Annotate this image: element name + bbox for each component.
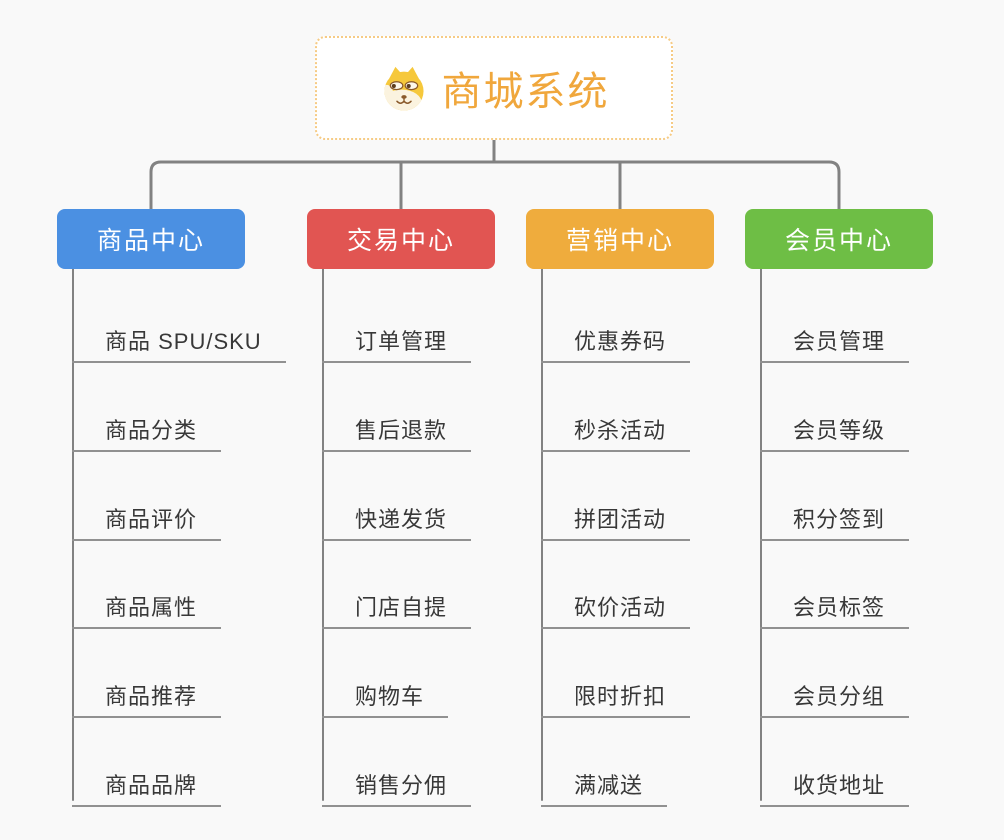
branch-label: 营销中心: [565, 227, 674, 255]
leaf-label: 售后退款: [355, 418, 448, 443]
leaf-node[interactable]: 购物车: [322, 668, 449, 718]
leaf-node[interactable]: 秒杀活动: [541, 402, 691, 452]
leaf-node[interactable]: 快递发货: [322, 491, 472, 541]
leaf-node[interactable]: 积分签到: [760, 491, 910, 541]
leaf-node[interactable]: 满减送: [541, 757, 668, 807]
leaf-label: 拼团活动: [574, 507, 667, 532]
leaf-label: 优惠券码: [574, 329, 667, 354]
leaf-label: 门店自提: [355, 595, 448, 620]
leaf-label: 收货地址: [793, 773, 886, 798]
branch-member-center[interactable]: 会员中心: [745, 209, 933, 269]
doge-icon: [383, 66, 424, 111]
leaf-node[interactable]: 商品属性: [72, 579, 222, 629]
root-title: 商城系统: [441, 70, 610, 114]
leaf-label: 商品评价: [105, 507, 198, 532]
branch-label: 会员中心: [784, 227, 893, 255]
leaf-node[interactable]: 会员等级: [760, 402, 910, 452]
leaf-label: 快递发货: [355, 507, 448, 532]
leaf-label: 商品品牌: [105, 773, 198, 798]
leaf-label: 商品分类: [105, 418, 198, 443]
leaf-node[interactable]: 销售分佣: [322, 757, 472, 807]
leaf-label: 会员分组: [793, 684, 886, 709]
leaf-node[interactable]: 限时折扣: [541, 668, 691, 718]
leaf-label: 购物车: [355, 684, 425, 709]
leaf-node[interactable]: 会员管理: [760, 313, 910, 363]
leaf-node[interactable]: 商品 SPU/SKU: [72, 313, 286, 363]
leaf-node[interactable]: 售后退款: [322, 402, 472, 452]
leaf-label: 会员等级: [793, 418, 886, 443]
leaf-label: 销售分佣: [355, 773, 448, 798]
leaf-label: 秒杀活动: [574, 418, 667, 443]
leaf-label: 订单管理: [355, 329, 448, 354]
leaf-label: 满减送: [574, 773, 644, 798]
leaf-node[interactable]: 商品推荐: [72, 668, 222, 718]
branch-product-center[interactable]: 商品中心: [57, 209, 245, 269]
leaf-label: 会员标签: [793, 595, 886, 620]
branch-marketing-center[interactable]: 营销中心: [526, 209, 714, 269]
branch-label: 交易中心: [346, 227, 455, 255]
leaf-node[interactable]: 优惠券码: [541, 313, 691, 363]
leaf-label: 商品 SPU/SKU: [105, 329, 262, 354]
leaf-node[interactable]: 会员标签: [760, 579, 910, 629]
leaf-label: 商品属性: [105, 595, 198, 620]
leaf-node[interactable]: 会员分组: [760, 668, 910, 718]
leaf-node[interactable]: 商品评价: [72, 491, 222, 541]
leaf-label: 砍价活动: [574, 595, 667, 620]
leaf-node[interactable]: 商品品牌: [72, 757, 222, 807]
leaf-node[interactable]: 收货地址: [760, 757, 910, 807]
leaf-label: 积分签到: [793, 507, 886, 532]
leaf-node[interactable]: 门店自提: [322, 579, 472, 629]
leaf-node[interactable]: 订单管理: [322, 313, 472, 363]
branch-trade-center[interactable]: 交易中心: [307, 209, 495, 269]
leaf-label: 商品推荐: [105, 684, 198, 709]
leaf-label: 限时折扣: [574, 684, 667, 709]
leaf-node[interactable]: 砍价活动: [541, 579, 691, 629]
leaf-node[interactable]: 商品分类: [72, 402, 222, 452]
branch-label: 商品中心: [96, 227, 205, 255]
leaf-label: 会员管理: [793, 329, 886, 354]
leaf-node[interactable]: 拼团活动: [541, 491, 691, 541]
root-node[interactable]: 商城系统: [315, 36, 673, 140]
